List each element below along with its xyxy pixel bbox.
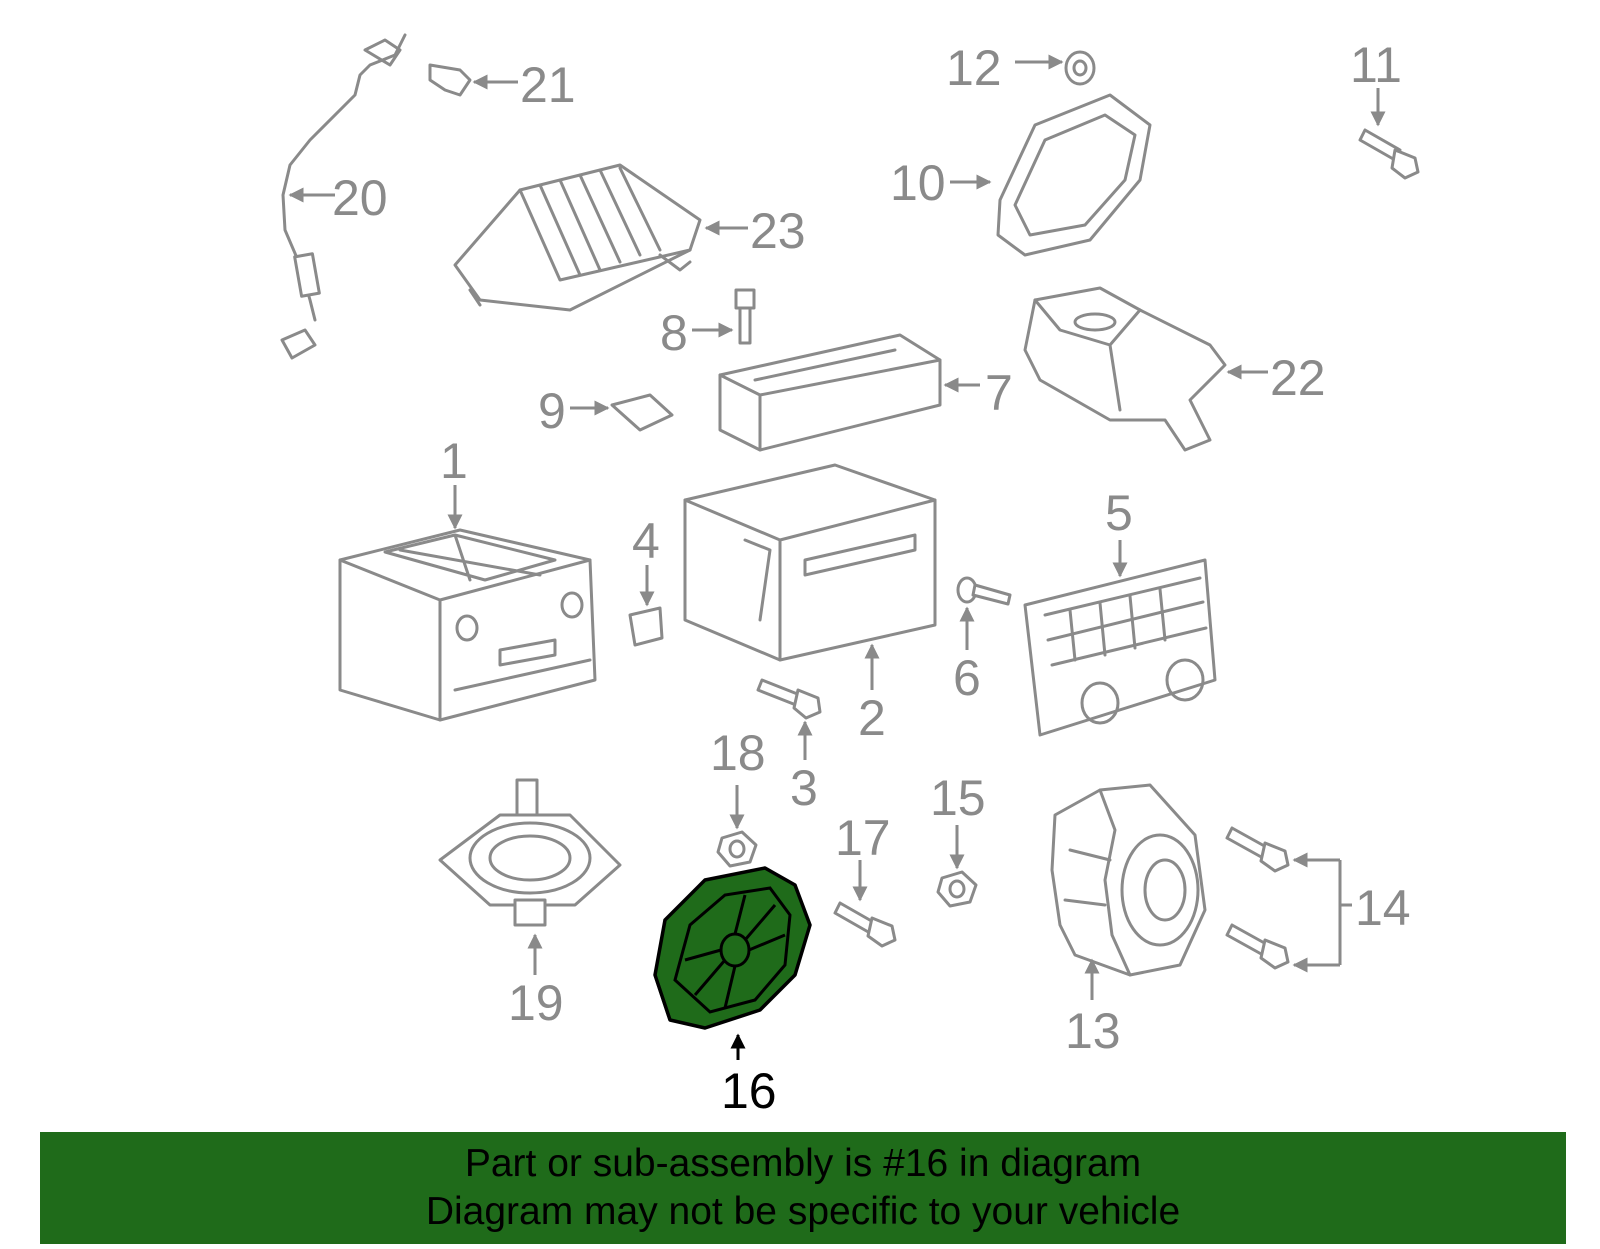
part-8-screw — [734, 288, 756, 345]
callout-11-label: 11 — [1350, 37, 1402, 93]
part-13-woofer — [1050, 783, 1207, 977]
callout-6: 6 — [953, 606, 981, 706]
callout-16-label: 16 — [721, 1063, 777, 1119]
info-banner: Part or sub-assembly is #16 in diagram D… — [40, 1132, 1566, 1244]
callout-15: 15 — [930, 770, 986, 870]
part-2-housing — [683, 463, 937, 662]
banner-line-1: Part or sub-assembly is #16 in diagram — [464, 1142, 1142, 1185]
part-17-bolt — [833, 901, 897, 948]
callout-4-label: 4 — [632, 513, 660, 569]
part-23-amplifier — [453, 163, 702, 312]
callout-21-label: 21 — [520, 57, 576, 113]
callout-7: 7 — [943, 365, 1013, 421]
callout-2-label: 2 — [858, 690, 886, 746]
callout-16: 16 — [721, 1033, 777, 1119]
callout-1-label: 1 — [440, 433, 468, 489]
callout-18-label: 18 — [710, 725, 766, 781]
callout-14-label: 14 — [1355, 880, 1411, 936]
callout-15-label: 15 — [930, 770, 986, 826]
callout-13-label: 13 — [1065, 1003, 1121, 1059]
callout-22: 22 — [1226, 350, 1326, 406]
part-16-speaker-highlighted[interactable] — [653, 866, 812, 1030]
part-20-antenna-cable — [280, 33, 407, 360]
part-9-bracket — [610, 393, 674, 432]
part-12-nut — [1064, 50, 1096, 86]
callout-2: 2 — [858, 643, 886, 746]
callout-14: 14 — [1292, 852, 1411, 973]
banner-line-2: Diagram may not be specific to your vehi… — [425, 1190, 1181, 1233]
callout-19-label: 19 — [508, 975, 564, 1031]
part-4-clip — [628, 606, 664, 647]
callout-9-label: 9 — [538, 383, 566, 439]
part-5-control-panel — [1023, 558, 1217, 737]
callout-10: 10 — [890, 155, 992, 211]
part-14-bolts — [1225, 826, 1290, 970]
callout-8-label: 8 — [660, 305, 688, 361]
callout-3: 3 — [790, 720, 818, 816]
callout-10-label: 10 — [890, 155, 946, 211]
callout-23: 23 — [704, 203, 806, 259]
part-21-clip — [428, 63, 472, 97]
callout-20: 20 — [288, 170, 388, 226]
callout-9: 9 — [538, 383, 610, 439]
callout-12-label: 12 — [946, 40, 1002, 96]
callout-22-label: 22 — [1270, 350, 1326, 406]
part-7-media-unit — [718, 333, 942, 452]
callout-12: 12 — [946, 40, 1064, 96]
part-22-module — [1023, 286, 1227, 452]
callout-6-label: 6 — [953, 650, 981, 706]
parts-diagram: 20 21 23 12 10 11 — [280, 33, 1420, 1119]
part-18-nut — [716, 830, 758, 868]
callout-11: 11 — [1350, 37, 1402, 127]
callout-23-label: 23 — [750, 203, 806, 259]
callout-21: 21 — [472, 57, 576, 113]
callout-3-label: 3 — [790, 760, 818, 816]
callout-17: 17 — [835, 810, 891, 902]
callout-8: 8 — [660, 305, 734, 361]
callout-7-label: 7 — [985, 365, 1013, 421]
part-11-bolt — [1358, 128, 1420, 180]
part-3-bolt — [756, 678, 822, 720]
callout-5-label: 5 — [1105, 485, 1133, 541]
callout-5: 5 — [1105, 485, 1133, 578]
callout-20-label: 20 — [332, 170, 388, 226]
callout-17-label: 17 — [835, 810, 891, 866]
callout-1: 1 — [440, 433, 468, 530]
callout-19: 19 — [508, 933, 564, 1031]
part-6-screw — [956, 576, 1012, 606]
part-10-speaker — [996, 93, 1152, 257]
callout-4: 4 — [632, 513, 660, 607]
part-1-radio-receiver — [338, 528, 597, 722]
part-19-tweeter — [438, 778, 622, 927]
part-15-nut — [936, 870, 978, 908]
callout-18: 18 — [710, 725, 766, 830]
callout-13: 13 — [1065, 958, 1121, 1059]
